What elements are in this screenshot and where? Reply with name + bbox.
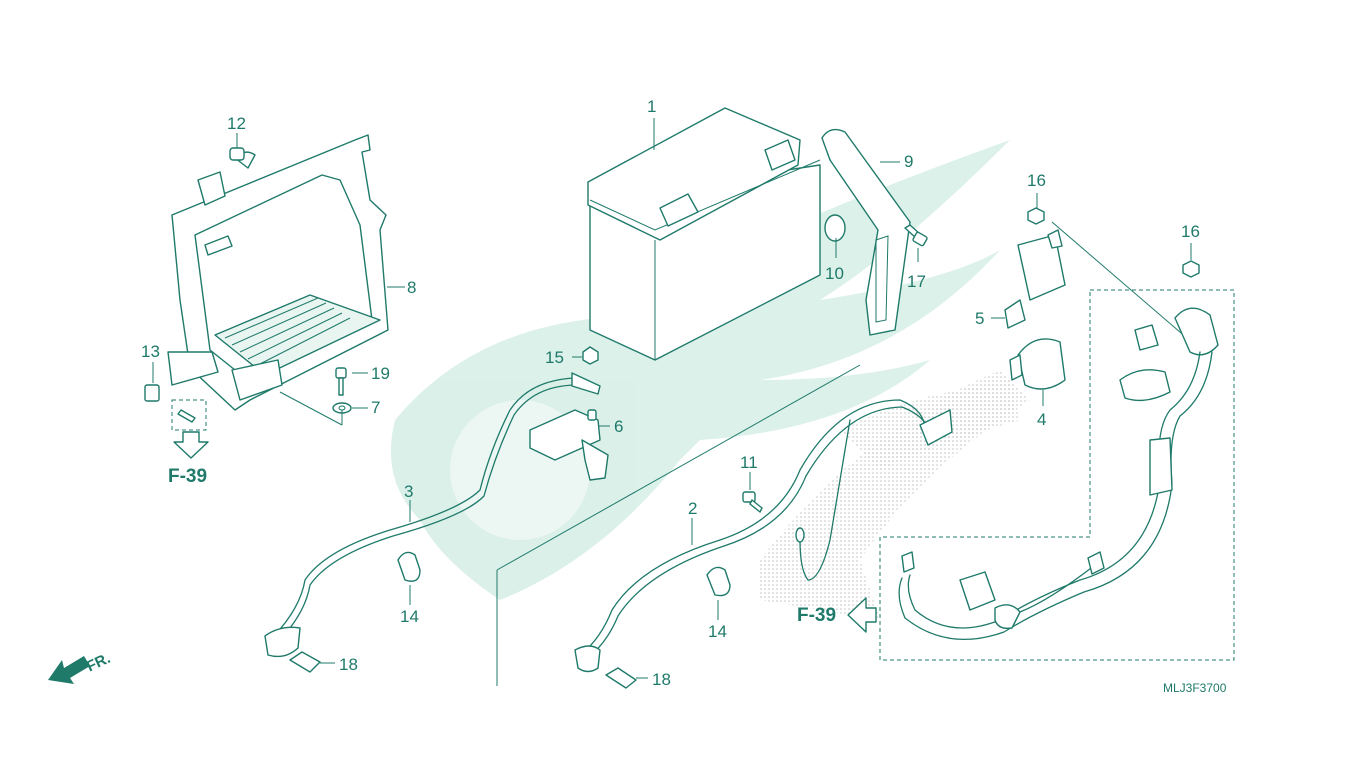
callout-18a: 18 (339, 655, 358, 674)
front-arrow-icon (48, 656, 90, 684)
leader-lines (152, 118, 1196, 679)
callout-18b: 18 (652, 670, 671, 689)
bolt-18b (605, 667, 637, 689)
battery-case (167, 134, 389, 411)
harness-detail-box (879, 289, 1235, 661)
callout-16a: 16 (1027, 171, 1046, 190)
callout-14b: 14 (708, 622, 727, 641)
callout-5: 5 (975, 309, 985, 328)
callout-7: 7 (371, 398, 381, 417)
callout-12: 12 (227, 114, 246, 133)
main-harness (898, 307, 1219, 641)
callout-14a: 14 (400, 607, 419, 626)
clamp-14b (706, 566, 731, 597)
callout-2: 2 (688, 499, 698, 518)
callout-16b: 16 (1181, 222, 1200, 241)
callout-10: 10 (825, 264, 844, 283)
battery-holder-bracket (821, 128, 911, 336)
diagram-code: MLJ3F3700 (1163, 681, 1227, 695)
cable-3 (264, 372, 601, 658)
reference-arrow-icon (847, 597, 877, 633)
clip-12 (229, 147, 245, 161)
reference-arrow-icon (173, 431, 209, 459)
callout-8: 8 (407, 278, 417, 297)
cushion-10 (824, 214, 846, 242)
callout-15: 15 (545, 348, 564, 367)
clamp-14a (397, 551, 421, 582)
callout-6: 6 (614, 417, 624, 436)
bolt-11 (742, 491, 763, 513)
nut-16a (1027, 207, 1045, 225)
cable-2 (574, 399, 953, 673)
reference-label-left[interactable]: F-39 (168, 466, 208, 487)
bolt-19 (335, 367, 347, 396)
bolt-18a (289, 651, 321, 673)
relay-cover-4 (1009, 338, 1066, 390)
ref-bolt-box (171, 399, 207, 431)
callout-1: 1 (647, 97, 657, 116)
bolt-17 (904, 224, 928, 247)
relay-6 (529, 409, 609, 481)
washer-7 (332, 402, 352, 414)
callout-17: 17 (907, 272, 926, 291)
nut-15 (582, 346, 599, 365)
nut-13 (144, 384, 160, 402)
callout-13: 13 (141, 342, 160, 361)
callout-9: 9 (904, 152, 914, 171)
separator-line (496, 364, 861, 686)
callout-3: 3 (404, 482, 414, 501)
callout-4: 4 (1037, 410, 1047, 429)
reference-label-right[interactable]: F-39 (797, 605, 837, 626)
battery (587, 107, 821, 361)
callout-11: 11 (740, 453, 758, 472)
starter-relay (1004, 229, 1066, 329)
nut-16b (1182, 260, 1200, 278)
callout-19: 19 (371, 364, 390, 383)
